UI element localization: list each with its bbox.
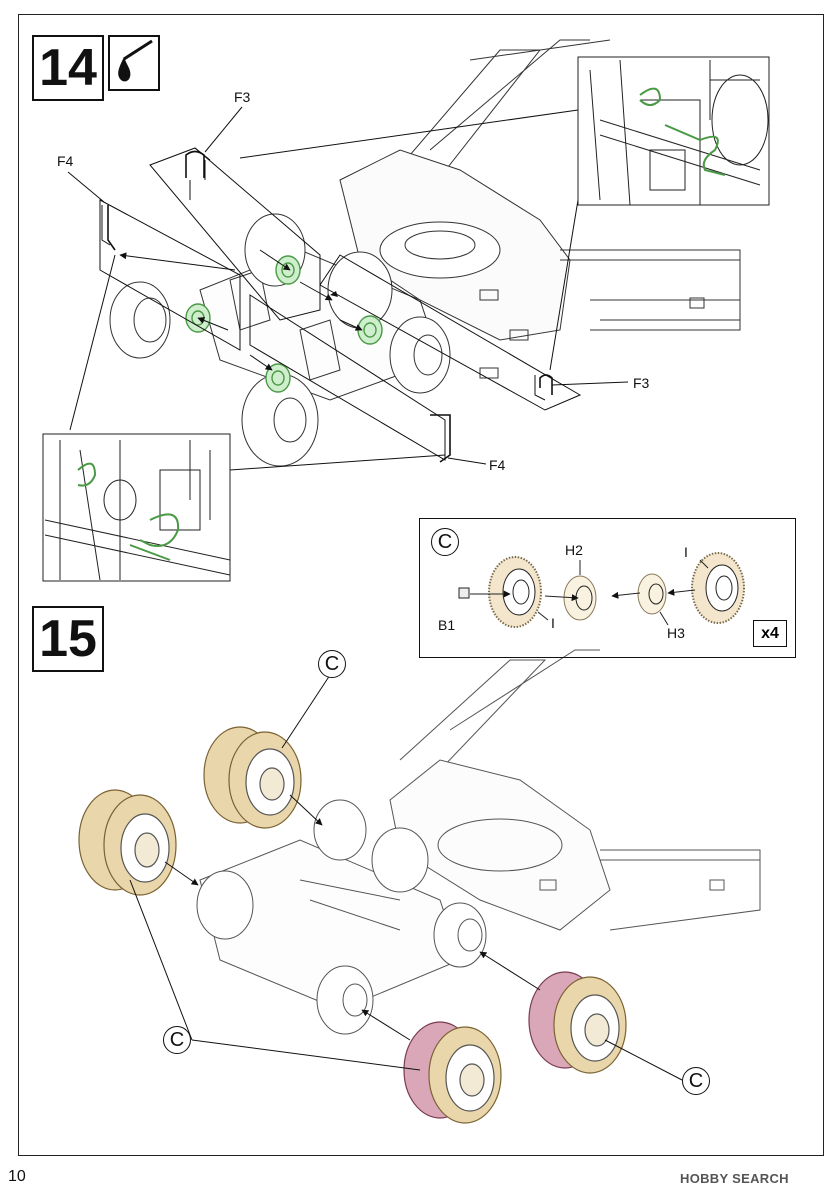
page-number: 10 [8, 1168, 26, 1185]
step14-detail-inset-left [42, 433, 231, 582]
part-label-i-right: I [684, 544, 688, 560]
step15-dual-wheels [78, 726, 627, 1124]
part-label-i-left: I [551, 615, 555, 631]
wheel-subassembly-box [419, 518, 796, 658]
step15-callout-c-left: C [163, 1026, 191, 1054]
step15-callout-c-right: C [682, 1067, 710, 1095]
step15-arrows [129, 674, 683, 1081]
step-number-15: 15 [32, 606, 104, 672]
part-label-h3: H3 [667, 625, 685, 641]
step15-chassis [196, 649, 761, 1035]
part-label-h2: H2 [565, 542, 583, 558]
part-label-f3-top: F3 [234, 89, 251, 105]
part-label-f4-left: F4 [57, 153, 74, 169]
step14-pipe-guides [69, 109, 582, 471]
dual-wheel-far-left [78, 789, 177, 896]
part-label-b1: B1 [438, 617, 456, 633]
step14-chassis [109, 39, 741, 467]
step-number-14: 14 [32, 35, 104, 101]
part-label-f3-right: F3 [633, 375, 650, 391]
step14-detail-inset-right [577, 56, 770, 206]
quantity-badge: x4 [753, 620, 787, 647]
dual-wheel-top-left [203, 726, 302, 829]
brand-text: HOBBY SEARCH [680, 1171, 789, 1186]
cement-drop-icon [108, 35, 160, 91]
watermark-brand: HOBBY SEARCH [680, 1171, 789, 1186]
subassembly-callout-c: C [431, 528, 459, 556]
dual-wheel-bottom [403, 1021, 502, 1124]
step15-callout-c-top: C [318, 650, 346, 678]
wheel-subassembly-art [458, 552, 745, 628]
dual-wheel-right [528, 971, 627, 1074]
part-label-f4-bottom: F4 [489, 457, 506, 473]
page-frame [18, 14, 824, 1156]
